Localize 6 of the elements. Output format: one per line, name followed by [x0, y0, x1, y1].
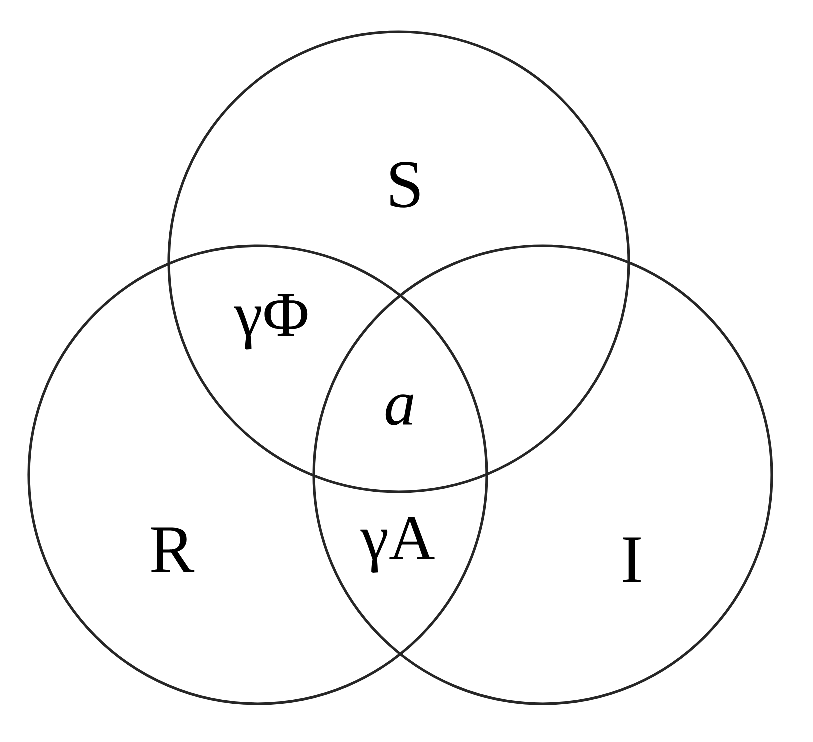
region-label: a [386, 394, 414, 426]
set-label: R [151, 528, 195, 572]
set-label: I [623, 538, 641, 582]
region-label: γΦ [234, 294, 308, 350]
set-label: S [390, 162, 420, 208]
region-label: γA [360, 517, 435, 573]
